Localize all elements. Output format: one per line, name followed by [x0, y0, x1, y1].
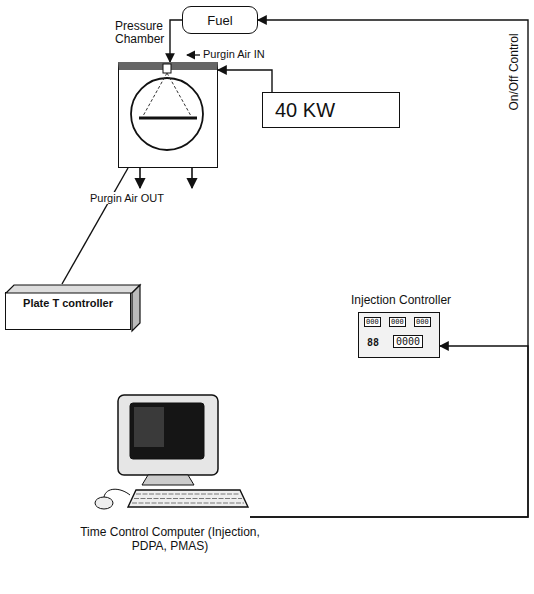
connector — [218, 70, 272, 92]
control-computer: Time Control Computer (Injection, PDPA, … — [90, 395, 250, 520]
fuel-box: Fuel — [182, 6, 258, 34]
node-label: Injection Controller — [351, 293, 451, 307]
display-digits: 000 — [389, 317, 406, 327]
box-side-face — [132, 285, 140, 331]
flow-label: Purgin Air OUT — [88, 192, 166, 204]
keyboard — [128, 490, 248, 507]
purge-out-arrow — [139, 168, 141, 188]
node-label: 40 KW — [275, 99, 335, 122]
power-supply-box: 40 KW — [262, 92, 400, 128]
screen-glare — [134, 407, 164, 447]
connectors — [62, 20, 528, 517]
pressure-chamber: Pressure Chamber — [118, 62, 218, 168]
flow-label: Purgin Air IN — [203, 48, 265, 60]
node-illustration — [90, 395, 250, 520]
mouse-cord — [104, 489, 130, 497]
connector — [62, 168, 128, 284]
monitor-stand — [142, 475, 194, 485]
purge-in-arrow — [187, 54, 200, 55]
monitor-screen — [130, 403, 204, 459]
display-digits: 88 — [367, 337, 379, 348]
plate-temperature-controller: Plate T controller — [5, 292, 131, 330]
heated-plate — [139, 117, 197, 120]
display-digits: 000 — [414, 317, 431, 327]
viewing-window — [131, 78, 203, 150]
display-digits: 000 — [364, 317, 381, 327]
connector — [170, 20, 182, 62]
spray-line — [143, 73, 167, 116]
key-row — [134, 498, 242, 499]
purge-out-arrow — [191, 168, 193, 188]
edge-label: On/Off Control — [507, 33, 521, 110]
key-row — [136, 494, 240, 495]
monitor-body — [118, 395, 218, 475]
node-label: Time Control Computer (Injection, PDPA, … — [80, 525, 260, 553]
box-top-face — [6, 285, 140, 293]
node-label: Fuel — [207, 13, 232, 28]
key-row — [132, 503, 244, 504]
connector — [250, 20, 528, 517]
connector — [250, 346, 528, 517]
mouse — [95, 497, 113, 509]
node-label: Pressure Chamber — [115, 20, 177, 46]
nozzle — [163, 64, 171, 73]
node-illustration — [119, 70, 216, 166]
display-digits: 0000 — [393, 335, 423, 348]
spray-line — [167, 73, 191, 116]
node-label: Plate T controller — [6, 297, 130, 309]
